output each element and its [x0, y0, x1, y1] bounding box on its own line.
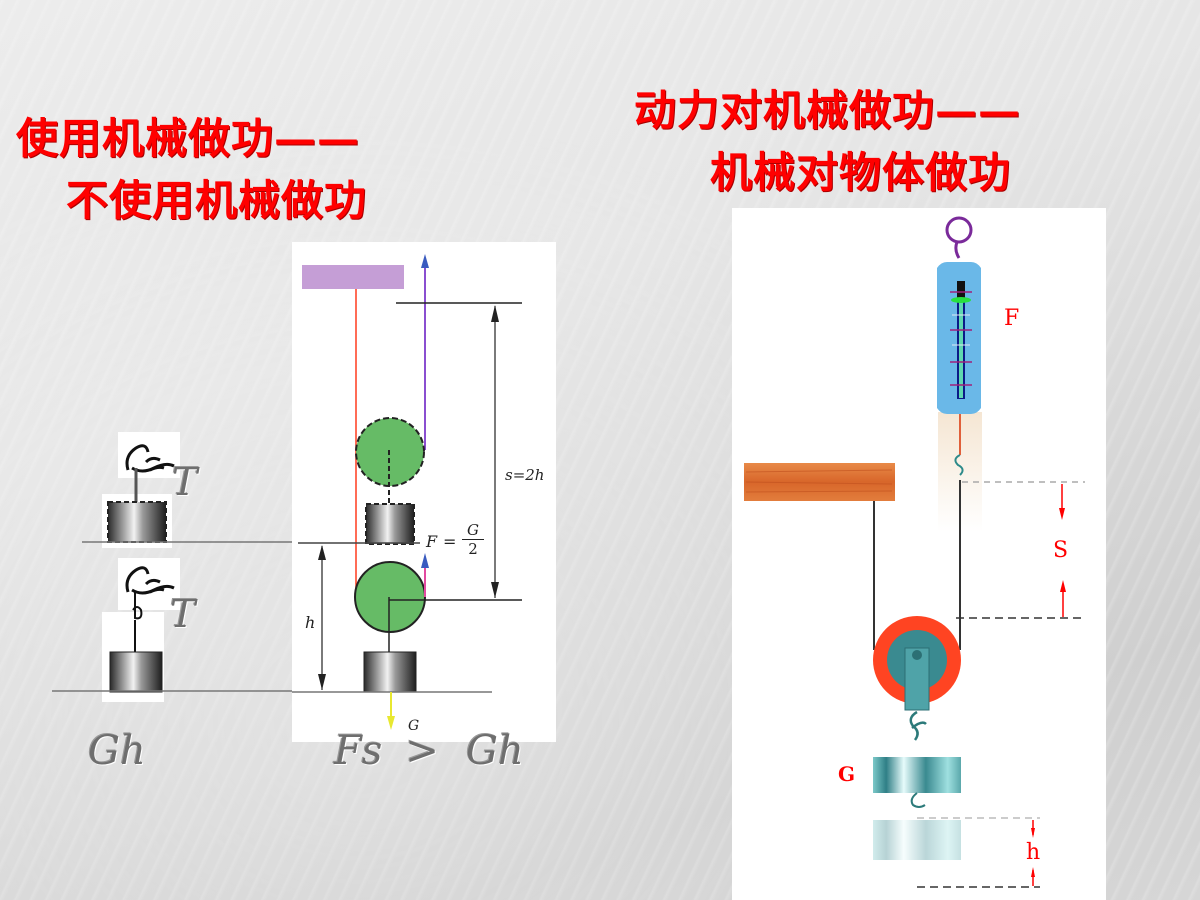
- left-title-line1: 使用机械做功——: [16, 114, 361, 163]
- right-title-line2: 机械对物体做功: [710, 148, 1012, 197]
- weight-g-label-right: G: [838, 762, 856, 786]
- force-fraction: G 2: [462, 522, 484, 558]
- fraction-numerator: G: [462, 522, 484, 540]
- height-h-label: h: [305, 613, 316, 632]
- tension-label-bottom: T: [170, 592, 196, 636]
- distance-s-label: s=2h: [505, 466, 545, 484]
- weight-g-label: G: [408, 718, 420, 734]
- force-f-label-right: F: [1004, 306, 1020, 331]
- comparison-lhs: Fs: [334, 728, 383, 774]
- left-title-line2: 不使用机械做功: [66, 176, 368, 225]
- hand-icon: [125, 566, 175, 595]
- fraction-denominator: 2: [468, 540, 478, 558]
- force-equals: =: [443, 532, 457, 551]
- height-h-label-right: h: [1026, 840, 1041, 865]
- distance-s-label-right: S: [1053, 538, 1069, 563]
- right-title-line1: 动力对机械做功——: [634, 86, 1022, 135]
- work-comparison: Fs > Gh: [334, 728, 524, 774]
- tension-label-top: T: [172, 460, 198, 504]
- comparison-rhs: Gh: [465, 728, 524, 774]
- work-without-machine: Gh: [88, 728, 146, 774]
- force-f-label: F: [426, 532, 438, 551]
- hand-icon: [125, 444, 175, 473]
- weight-icon: [873, 757, 961, 793]
- comparison-operator: >: [405, 728, 439, 774]
